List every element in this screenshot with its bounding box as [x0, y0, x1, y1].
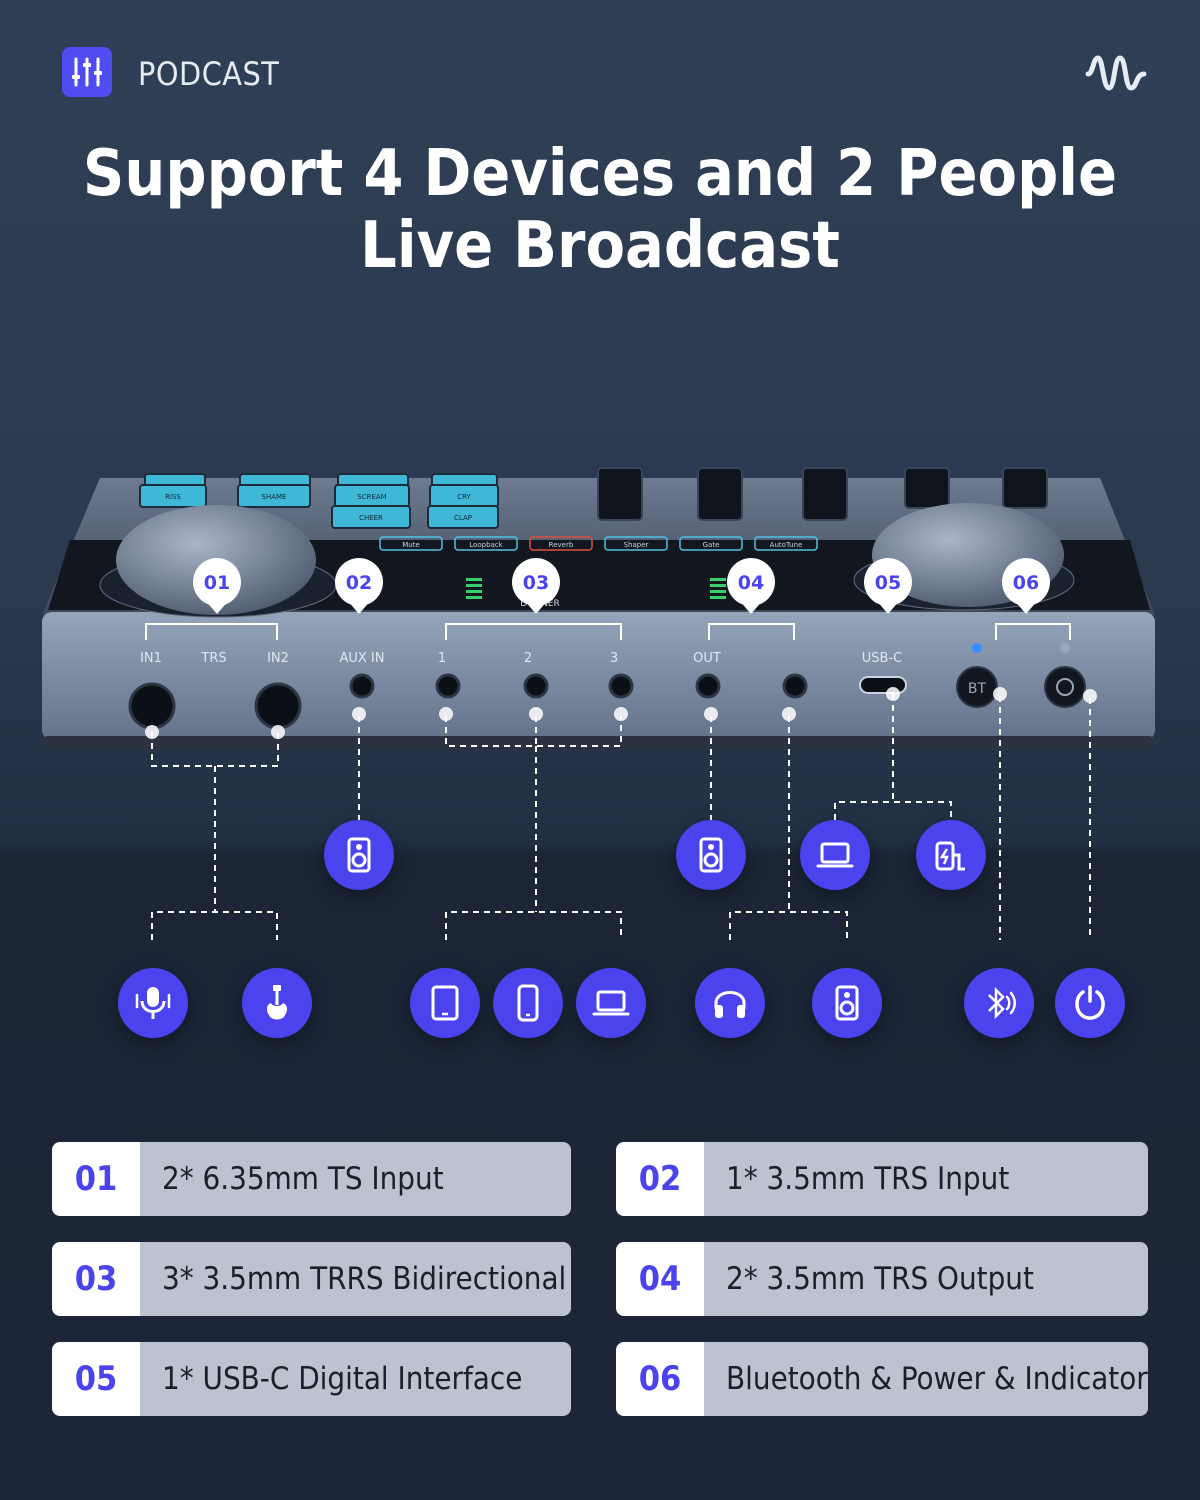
svg-text:02: 02 — [346, 572, 372, 594]
spec-text: 2* 6.35mm TS Input — [162, 1161, 444, 1197]
spec-number: 03 — [52, 1242, 140, 1316]
btn-shaper: Shaper — [624, 541, 649, 549]
callout-01: 01 — [193, 558, 241, 614]
btn-gate: Gate — [703, 541, 720, 549]
label-in1: IN1 — [140, 651, 162, 666]
headline-line-1: Support 4 Devices and 2 People — [82, 137, 1118, 211]
callout-02: 02 — [335, 558, 383, 614]
power-bank-icon — [916, 820, 986, 890]
spec-text: 3* 3.5mm TRRS Bidirectional — [162, 1261, 567, 1297]
spec-row: 05 1* USB-C Digital Interface — [52, 1342, 571, 1416]
btn-loopback: Loopback — [469, 541, 503, 549]
spec-number: 01 — [52, 1142, 140, 1216]
spec-row: 06 Bluetooth & Power & Indicator — [616, 1342, 1148, 1416]
spec-number: 06 — [616, 1342, 704, 1416]
callout-04: 04 — [727, 558, 775, 614]
btn-reverb: Reverb — [549, 541, 574, 549]
pad-label-riss: RISS — [165, 493, 181, 501]
pad-label-scream: SCREAM — [357, 493, 386, 501]
tablet-icon — [410, 968, 480, 1038]
pad-label-shame: SHAME — [262, 493, 287, 501]
power-button — [1044, 666, 1086, 708]
svg-text:04: 04 — [738, 572, 764, 594]
label-port-2: 2 — [524, 651, 532, 666]
btn-autotune: AutoTune — [770, 541, 803, 549]
spec-row: 02 1* 3.5mm TRS Input — [616, 1142, 1148, 1216]
spec-number: 02 — [616, 1142, 704, 1216]
svg-text:03: 03 — [523, 572, 549, 594]
spec-row: 03 3* 3.5mm TRRS Bidirectional — [52, 1242, 571, 1316]
label-usb-c: USB-C — [862, 651, 902, 666]
equalizer-icon — [62, 47, 112, 97]
svg-text:05: 05 — [875, 572, 901, 594]
spec-row: 04 2* 3.5mm TRS Output — [616, 1242, 1148, 1316]
spec-text: Bluetooth & Power & Indicator — [726, 1361, 1148, 1397]
spec-number: 05 — [52, 1342, 140, 1416]
faders — [597, 467, 1048, 521]
headphones-icon — [695, 968, 765, 1038]
label-trs: TRS — [200, 651, 226, 666]
spec-text: 1* 3.5mm TRS Input — [726, 1161, 1010, 1197]
callout-05: 05 — [864, 558, 912, 614]
spec-number: 04 — [616, 1242, 704, 1316]
phone-icon — [493, 968, 563, 1038]
pad-label-cheer: CHEER — [359, 514, 383, 522]
spec-text: 2* 3.5mm TRS Output — [726, 1261, 1034, 1297]
speaker-icon — [676, 820, 746, 890]
laptop-icon — [800, 820, 870, 890]
label-aux-in: AUX IN — [339, 651, 384, 666]
speaker-icon — [812, 968, 882, 1038]
headline-line-2: Live Broadcast — [360, 209, 840, 283]
bt-button — [956, 666, 998, 708]
pad-label-clap: CLAP — [454, 514, 472, 522]
callout-03: 03 — [512, 558, 560, 614]
label-port-3: 3 — [610, 651, 618, 666]
btn-mute: Mute — [402, 541, 420, 549]
laptop-icon — [576, 968, 646, 1038]
pad-label-cry: CRY — [457, 493, 471, 501]
power-icon — [1055, 968, 1125, 1038]
label-out: OUT — [693, 651, 721, 666]
callout-06: 06 — [1002, 558, 1050, 614]
spec-row: 01 2* 6.35mm TS Input — [52, 1142, 571, 1216]
bt-indicator — [972, 643, 982, 653]
bluetooth-icon — [964, 968, 1034, 1038]
svg-text:01: 01 — [204, 572, 230, 594]
label-in2: IN2 — [267, 651, 289, 666]
waveform-icon — [1085, 52, 1147, 94]
sample-pads — [139, 473, 499, 529]
power-indicator — [1060, 643, 1070, 653]
brand-label: PODCAST — [138, 55, 280, 93]
microphone-icon — [118, 968, 188, 1038]
guitar-icon — [242, 968, 312, 1038]
spec-text: 1* USB-C Digital Interface — [162, 1361, 523, 1397]
audio-interface-device: RISS SHAME SCREAM CRY CHEER CLAP Mute Lo… — [42, 467, 1155, 750]
svg-text:06: 06 — [1013, 572, 1039, 594]
speaker-icon — [324, 820, 394, 890]
label-port-1: 1 — [438, 651, 446, 666]
svg-text:BT: BT — [968, 681, 987, 697]
